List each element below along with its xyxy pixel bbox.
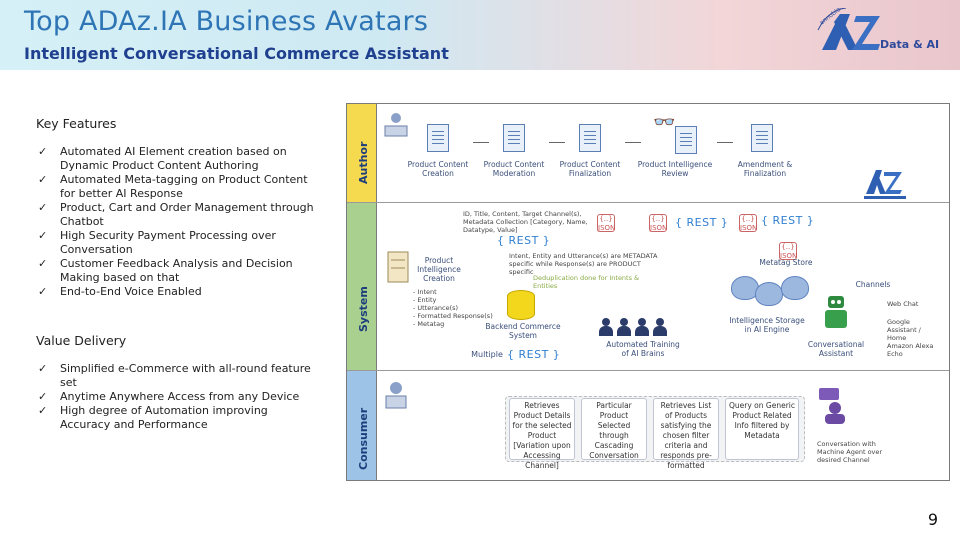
document-icon: [579, 124, 601, 152]
chat-user-icon: [817, 386, 853, 426]
check-icon: ✓: [38, 229, 48, 242]
document-icon: [675, 126, 697, 154]
features-column: Key Features ✓Automated AI Element creat…: [36, 116, 321, 432]
row-divider: [347, 202, 949, 203]
flow-arrow: [549, 142, 565, 143]
page-number: 9: [927, 510, 938, 529]
page-title: Top ADAz.IA Business Avatars: [24, 6, 429, 37]
person-icon: [617, 318, 631, 336]
person-icon: [653, 318, 667, 336]
rest-label: { REST }: [675, 216, 729, 229]
key-features-list: ✓Automated AI Element creation based on …: [36, 145, 321, 299]
training-label: Automated Training of AI Brains: [606, 340, 680, 358]
channels-title: Channels: [855, 280, 891, 289]
rest-label: { REST }: [761, 214, 815, 227]
channel-item: Google Assistant / Home: [887, 318, 921, 342]
list-item: ✓Customer Feedback Analysis and Decision…: [38, 257, 293, 284]
rest-label: { REST }: [507, 348, 561, 361]
document-icon: [427, 124, 449, 152]
pic-label: Product Intelligence Creation: [417, 256, 461, 283]
flow-arrow: [473, 142, 489, 143]
robot-icon: [821, 292, 851, 332]
check-icon: ✓: [38, 257, 48, 270]
person-icon: [599, 318, 613, 336]
check-icon: ✓: [38, 362, 48, 375]
server-icon: [385, 250, 411, 284]
glasses-icon: 👓: [653, 112, 676, 133]
step-label: Product Content Moderation: [483, 160, 545, 178]
document-icon: [503, 124, 525, 152]
json-icon: {..} JSON: [597, 214, 616, 232]
adaz-logo: ennobled: [817, 8, 880, 50]
value-delivery-list: ✓Simplified e-Commerce with all-round fe…: [36, 362, 321, 432]
list-item: ✓High Security Payment Processing over C…: [38, 229, 276, 256]
backend-label: Backend Commerce System: [485, 322, 561, 340]
pic-item: - Formatted Response(s): [413, 312, 493, 320]
pic-item: - Utterance(s): [413, 304, 459, 312]
check-icon: ✓: [38, 173, 48, 186]
list-item: ✓Simplified e-Commerce with all-round fe…: [38, 362, 311, 389]
author-band: Author: [347, 104, 377, 202]
query-box: Particular Product Selected through Casc…: [581, 398, 647, 460]
page-subtitle: Intelligent Conversational Commerce Assi…: [24, 44, 449, 63]
list-item: ✓Automated Meta-tagging on Product Conte…: [38, 173, 308, 200]
dedupe-note: Deduplication done for Intents & Entitie…: [533, 274, 640, 290]
document-icon: [751, 124, 773, 152]
query-box: Retrieves List of Products satisfying th…: [653, 398, 719, 470]
intent-note: Intent, Entity and Utterance(s) are META…: [509, 252, 658, 276]
list-item: ✓Product, Cart and Order Management thro…: [38, 201, 314, 228]
person-icon: [635, 318, 649, 336]
list-item: ✓End-to-End Voice Enabled: [38, 285, 202, 298]
storage-label: Intelligence Storage in AI Engine: [729, 316, 805, 334]
brain-icon: [781, 276, 809, 300]
pic-item: - Entity: [413, 296, 437, 304]
channel-item: Amazon Alexa Echo: [887, 342, 934, 358]
multiple-label: Multiple: [471, 350, 503, 359]
step-label: Amendment & Finalization: [737, 160, 793, 178]
brain-icon: [755, 282, 783, 306]
author-person-icon: [381, 110, 411, 138]
channel-item: Web Chat: [887, 300, 919, 308]
metatag-store-label: Metatag Store: [759, 258, 813, 267]
flow-arrow: [717, 142, 733, 143]
header-banner: [0, 0, 960, 70]
check-icon: ✓: [38, 390, 48, 403]
check-icon: ✓: [38, 145, 48, 158]
flow-arrow: [625, 142, 641, 143]
pic-item: - Metatag: [413, 320, 445, 328]
consumer-band: Consumer: [347, 370, 377, 480]
key-features-title: Key Features: [36, 116, 117, 131]
assistant-label: Conversational Assistant: [807, 340, 865, 358]
adaz-small-logo: [862, 166, 908, 200]
value-delivery-title: Value Delivery: [36, 333, 127, 348]
json-icon: {..} JSON: [739, 214, 758, 232]
pic-item: - Intent: [413, 288, 437, 296]
list-item: ✓Anytime Anywhere Access from any Device: [38, 390, 300, 403]
consumer-person-icon: [381, 380, 411, 410]
json-icon: {..} JSON: [779, 242, 798, 260]
logo-text: Data & AI: [880, 38, 940, 51]
check-icon: ✓: [38, 285, 48, 298]
step-label: Product Content Finalization: [559, 160, 621, 178]
step-label: Product Intelligence Review: [637, 160, 713, 178]
check-icon: ✓: [38, 404, 48, 417]
rest-label: { REST }: [497, 234, 551, 247]
meta-note: ID, Title, Content, Target Channel(s), M…: [463, 210, 588, 234]
conversation-note: Conversation with Machine Agent over des…: [817, 440, 883, 464]
architecture-diagram: Author System Consumer 👓 Product Content…: [346, 103, 950, 481]
list-item: ✓High degree of Automation improving Acc…: [38, 404, 268, 431]
check-icon: ✓: [38, 201, 48, 214]
database-icon: [507, 290, 535, 320]
query-box: Retrieves Product Details for the select…: [509, 398, 575, 470]
step-label: Product Content Creation: [407, 160, 469, 178]
list-item: ✓Automated AI Element creation based on …: [38, 145, 287, 172]
row-divider: [347, 370, 949, 371]
json-icon: {..} JSON: [649, 214, 668, 232]
query-box: Query on Generic Product Related Info fi…: [725, 398, 799, 460]
system-band: System: [347, 202, 377, 370]
